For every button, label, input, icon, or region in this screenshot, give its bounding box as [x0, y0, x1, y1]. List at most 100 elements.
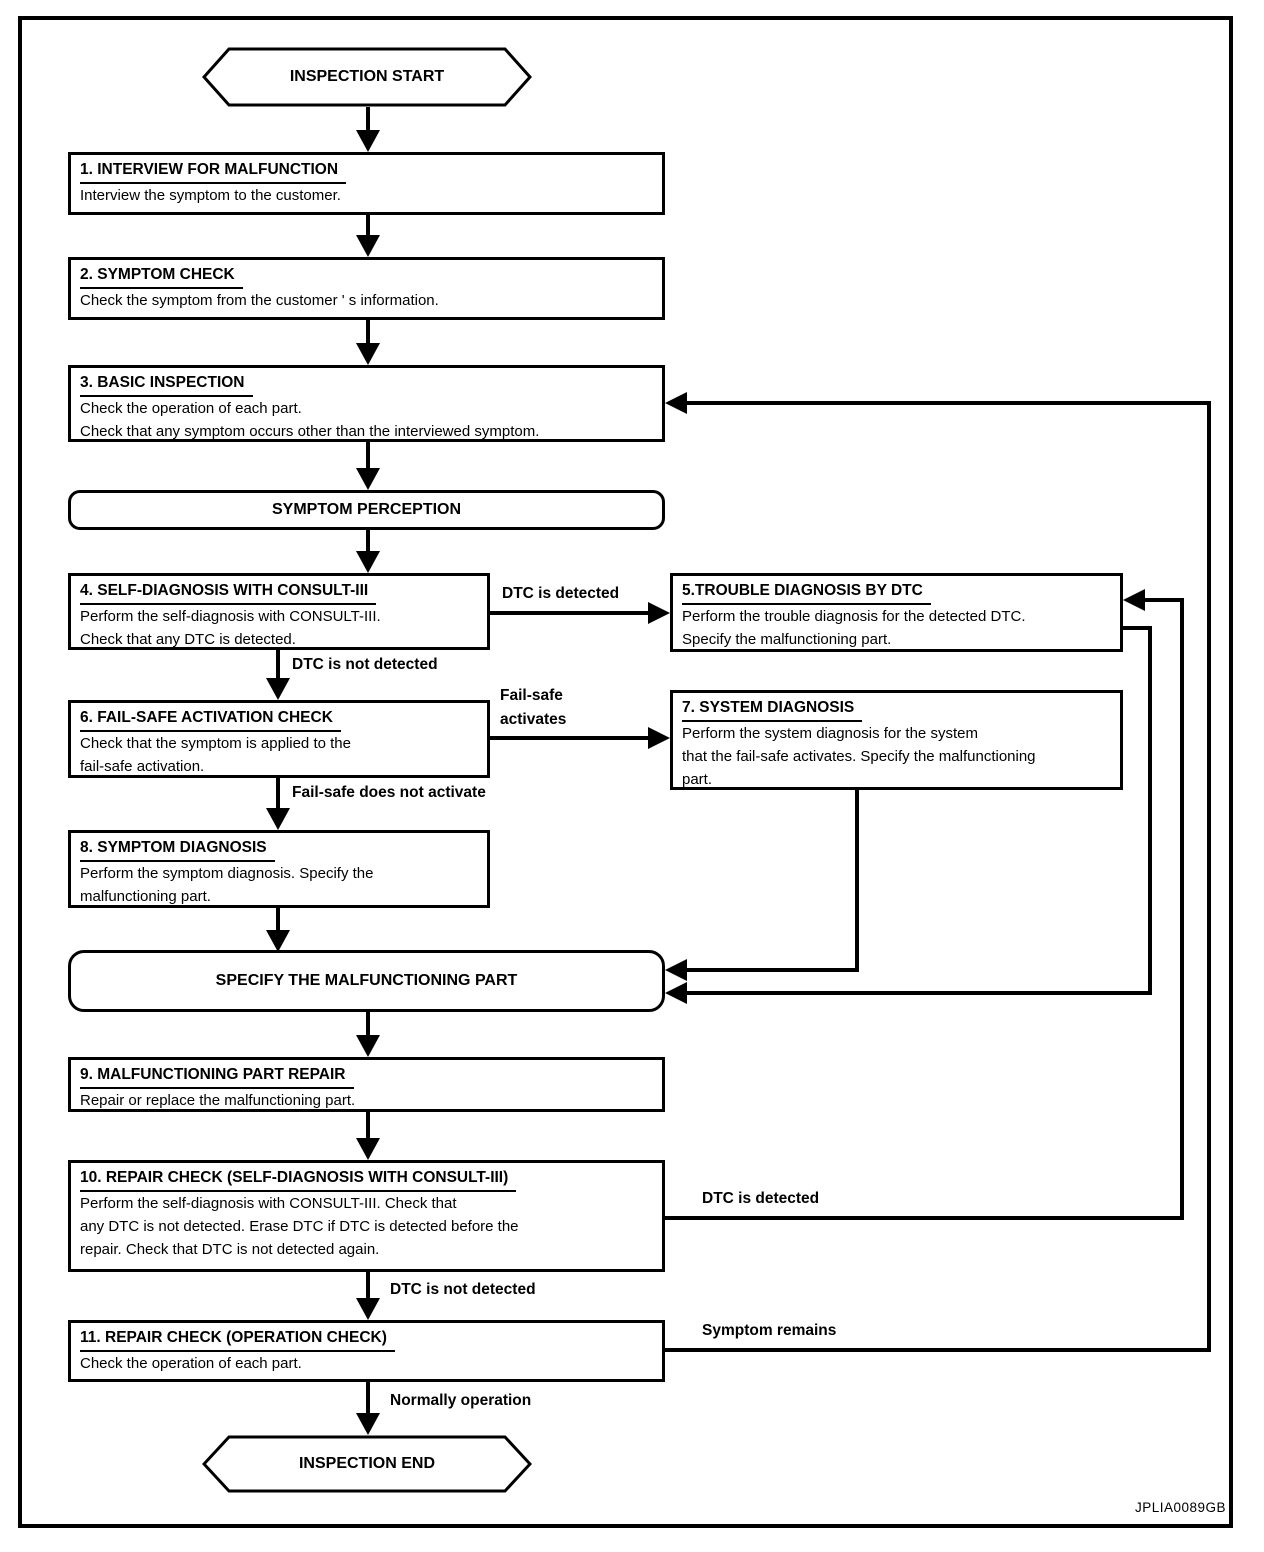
step-text: that the fail-safe activates. Specify th… [682, 748, 1036, 765]
step-3-basic-inspection: 3. BASIC INSPECTION Check the operation … [68, 365, 665, 442]
connector-line [1148, 626, 1152, 995]
edge-label-dtc-is-not-detected: DTC is not detected [292, 656, 438, 673]
step-text: Perform the trouble diagnosis for the de… [682, 608, 1026, 625]
edge-label-dtc-is-detected-repair: DTC is detected [702, 1190, 820, 1207]
connector-line [366, 1382, 370, 1413]
step-1-interview-for-malfunction: 1. INTERVIEW FOR MALFUNCTION Interview t… [68, 152, 665, 215]
step-title: 10. REPAIR CHECK (SELF-DIAGNOSIS WITH CO… [80, 1166, 654, 1192]
connector-line [490, 611, 648, 615]
step-5-trouble-diagnosis-by-dtc: 5.TROUBLE DIAGNOSIS BY DTC Perform the t… [670, 573, 1123, 652]
arrowhead-right [648, 727, 670, 749]
node-symptom-perception: SYMPTOM PERCEPTION [68, 490, 665, 530]
terminal-inspection-end: INSPECTION END [201, 1435, 533, 1493]
edge-label-fail-safe-activates: Fail-safe activates [500, 687, 567, 728]
step-text: part. [682, 771, 713, 788]
edge-label-dtc-is-not-detected-repair: DTC is not detected [390, 1281, 536, 1298]
step-title: 6. FAIL-SAFE ACTIVATION CHECK [80, 706, 479, 732]
connector-line [366, 1272, 370, 1298]
connector-line [366, 107, 370, 134]
step-11-repair-check-operation: 11. REPAIR CHECK (OPERATION CHECK) Check… [68, 1320, 665, 1382]
step-text: Perform the self-diagnosis with CONSULT-… [80, 1195, 457, 1212]
step-title: 1. INTERVIEW FOR MALFUNCTION [80, 158, 654, 184]
connector-line [1145, 598, 1180, 602]
arrowhead-down [356, 1035, 380, 1057]
arrowhead-down [356, 1298, 380, 1320]
step-text: fail-safe activation. [80, 758, 205, 775]
step-2-symptom-check: 2. SYMPTOM CHECK Check the symptom from … [68, 257, 665, 320]
connector-line [1180, 598, 1184, 1220]
arrowhead-down [356, 1138, 380, 1160]
figure-id-label: JPLIA0089GB [1134, 1500, 1226, 1515]
step-title: 3. BASIC INSPECTION [80, 371, 654, 397]
step-title: 2. SYMPTOM CHECK [80, 263, 654, 289]
connector-line [665, 1348, 1211, 1352]
connector-line [855, 790, 859, 972]
connector-line [687, 991, 1152, 995]
connector-line [366, 215, 370, 237]
connector-line [366, 1012, 370, 1035]
arrowhead-down [356, 130, 380, 152]
arrowhead-down [266, 808, 290, 830]
terminal-inspection-start: INSPECTION START [201, 47, 533, 107]
step-text: Check that any symptom occurs other than… [80, 423, 540, 440]
connector-line [366, 442, 370, 470]
step-text: Perform the system diagnosis for the sys… [682, 725, 978, 742]
step-9-malfunctioning-part-repair: 9. MALFUNCTIONING PART REPAIR Repair or … [68, 1057, 665, 1112]
step-title: 5.TROUBLE DIAGNOSIS BY DTC [682, 579, 1112, 605]
step-6-fail-safe-activation-check: 6. FAIL-SAFE ACTIVATION CHECK Check that… [68, 700, 490, 778]
hexagon-shape [201, 1435, 533, 1493]
step-title: 7. SYSTEM DIAGNOSIS [682, 696, 1112, 722]
connector-line [665, 1216, 1184, 1220]
arrowhead-down [356, 235, 380, 257]
connector-line [687, 968, 859, 972]
edge-label-symptom-remains: Symptom remains [702, 1322, 837, 1339]
connector-line [687, 401, 1211, 405]
step-text: any DTC is not detected. Erase DTC if DT… [80, 1218, 519, 1235]
step-text: Perform the self-diagnosis with CONSULT-… [80, 608, 381, 625]
arrowhead-down [356, 1413, 380, 1435]
arrowhead-down [266, 930, 290, 952]
step-text: Check the symptom from the customer ' s … [80, 292, 439, 309]
connector-line [490, 736, 648, 740]
terminal-label: INSPECTION END [298, 1455, 435, 1472]
arrowhead-right [648, 602, 670, 624]
step-7-system-diagnosis: 7. SYSTEM DIAGNOSIS Perform the system d… [670, 690, 1123, 790]
step-text: Check that any DTC is detected. [80, 631, 296, 648]
step-10-repair-check-self-diagnosis: 10. REPAIR CHECK (SELF-DIAGNOSIS WITH CO… [68, 1160, 665, 1272]
step-text: Check the operation of each part. [80, 1355, 302, 1372]
step-text: Check that the symptom is applied to the [80, 735, 351, 752]
step-text: Repair or replace the malfunctioning par… [80, 1092, 356, 1109]
step-text: Perform the symptom diagnosis. Specify t… [80, 865, 374, 882]
connector-line [276, 908, 280, 932]
arrowhead-left [665, 959, 687, 981]
step-title: 4. SELF-DIAGNOSIS WITH CONSULT-III [80, 579, 479, 605]
edge-label-dtc-is-detected: DTC is detected [502, 585, 620, 602]
step-text: Specify the malfunctioning part. [682, 631, 892, 648]
step-text: malfunctioning part. [80, 888, 211, 905]
connector-line [1207, 401, 1211, 1352]
arrowhead-down [356, 551, 380, 573]
step-4-self-diagnosis-with-consult: 4. SELF-DIAGNOSIS WITH CONSULT-III Perfo… [68, 573, 490, 650]
step-title: 8. SYMPTOM DIAGNOSIS [80, 836, 479, 862]
terminal-label: INSPECTION START [289, 68, 445, 85]
arrowhead-down [356, 343, 380, 365]
step-title: 11. REPAIR CHECK (OPERATION CHECK) [80, 1326, 654, 1352]
page-border [18, 16, 1233, 1528]
connector-line [366, 320, 370, 345]
arrowhead-left [665, 392, 687, 414]
connector-line [276, 778, 280, 808]
step-text: repair. Check that DTC is not detected a… [80, 1241, 380, 1258]
step-title: 9. MALFUNCTIONING PART REPAIR [80, 1063, 654, 1089]
arrowhead-left [1123, 589, 1145, 611]
step-8-symptom-diagnosis: 8. SYMPTOM DIAGNOSIS Perform the symptom… [68, 830, 490, 908]
step-text: Interview the symptom to the customer. [80, 187, 341, 204]
edge-label-normally-operation: Normally operation [390, 1392, 532, 1409]
connector-line [1123, 626, 1152, 630]
node-specify-the-malfunctioning-part: SPECIFY THE MALFUNCTIONING PART [68, 950, 665, 1012]
arrowhead-down [266, 678, 290, 700]
arrowhead-left [665, 982, 687, 1004]
edge-label-fail-safe-does-not-activate: Fail-safe does not activate [292, 784, 486, 801]
connector-line [366, 1112, 370, 1138]
arrowhead-down [356, 468, 380, 490]
